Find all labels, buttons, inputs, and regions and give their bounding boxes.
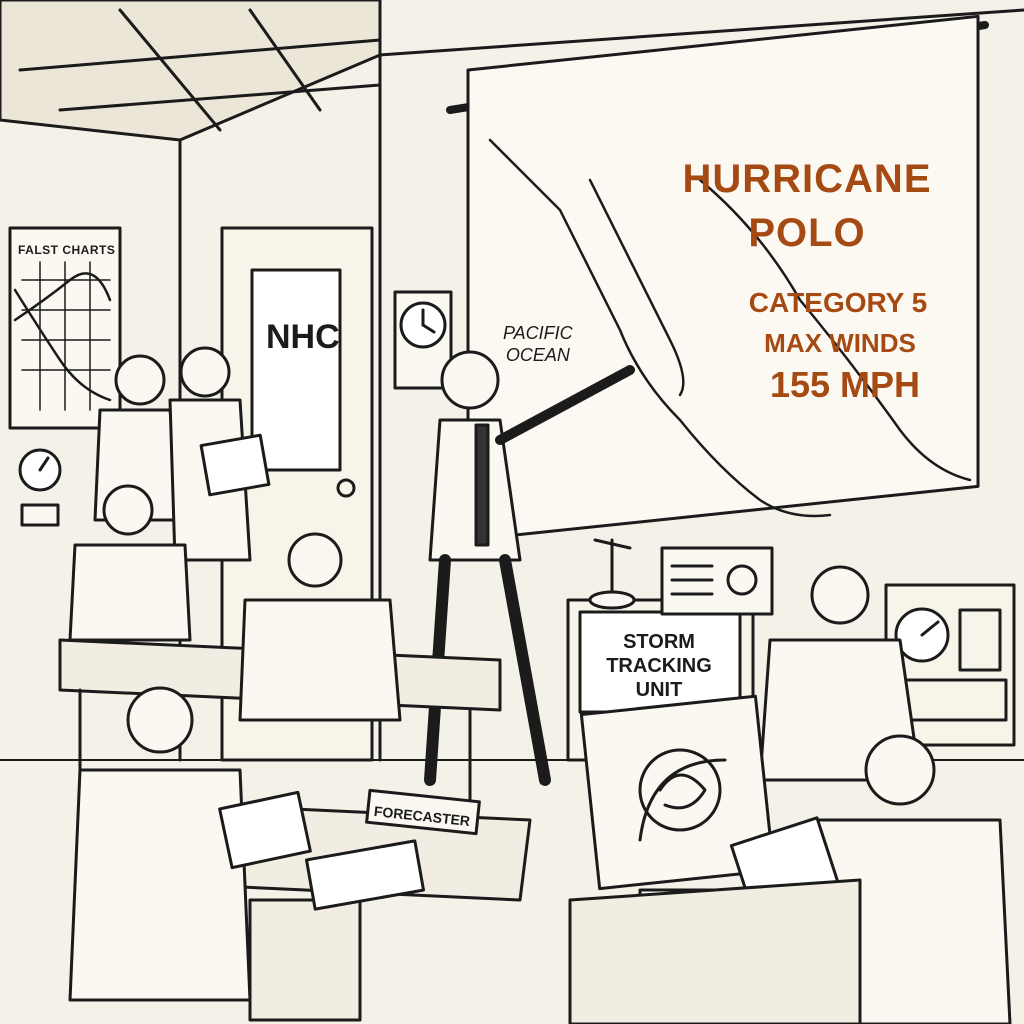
storm-tracking-sign-line2: TRACKING [606,655,712,677]
door-knob [336,478,356,498]
ocean-label-line2: OCEAN [505,345,570,365]
presenter-figure [424,350,635,786]
storm-name-line1: HURRICANE [682,157,932,201]
storm-name: HURRICANE POLO [672,152,942,260]
storm-tracking-sign-line1: STORM [623,631,695,653]
door-sign: NHC [266,318,340,356]
wall-chart-title: FALST CHARTS [18,243,116,257]
desk-placard [365,788,481,836]
barometer-icon [18,448,62,527]
ocean-label: PACIFIC OCEAN [503,322,573,366]
projection-screen [446,14,989,542]
storm-category: CATEGORY 5 [748,287,928,318]
max-winds-value: 155 MPH [769,364,921,405]
seated-person-left [68,484,192,642]
storm-name-line2: POLO [748,211,866,255]
storm-tracking-sign: STORM TRACKING UNIT [584,630,734,702]
anemometer-icon [588,538,636,610]
ocean-label-line1: PACIFIC [503,323,573,343]
seated-person-middle [238,532,402,722]
forecaster-figure [68,686,312,1002]
standing-staff [93,346,271,562]
wall-chart [8,226,122,430]
ceiling-tiles [0,0,382,142]
wall-clock-icon [393,290,453,390]
radio-icon [660,546,774,616]
max-winds-label: MAX WINDS [764,328,916,358]
storm-tracking-sign-line3: UNIT [635,679,683,701]
desk-lower-right [568,878,862,1024]
